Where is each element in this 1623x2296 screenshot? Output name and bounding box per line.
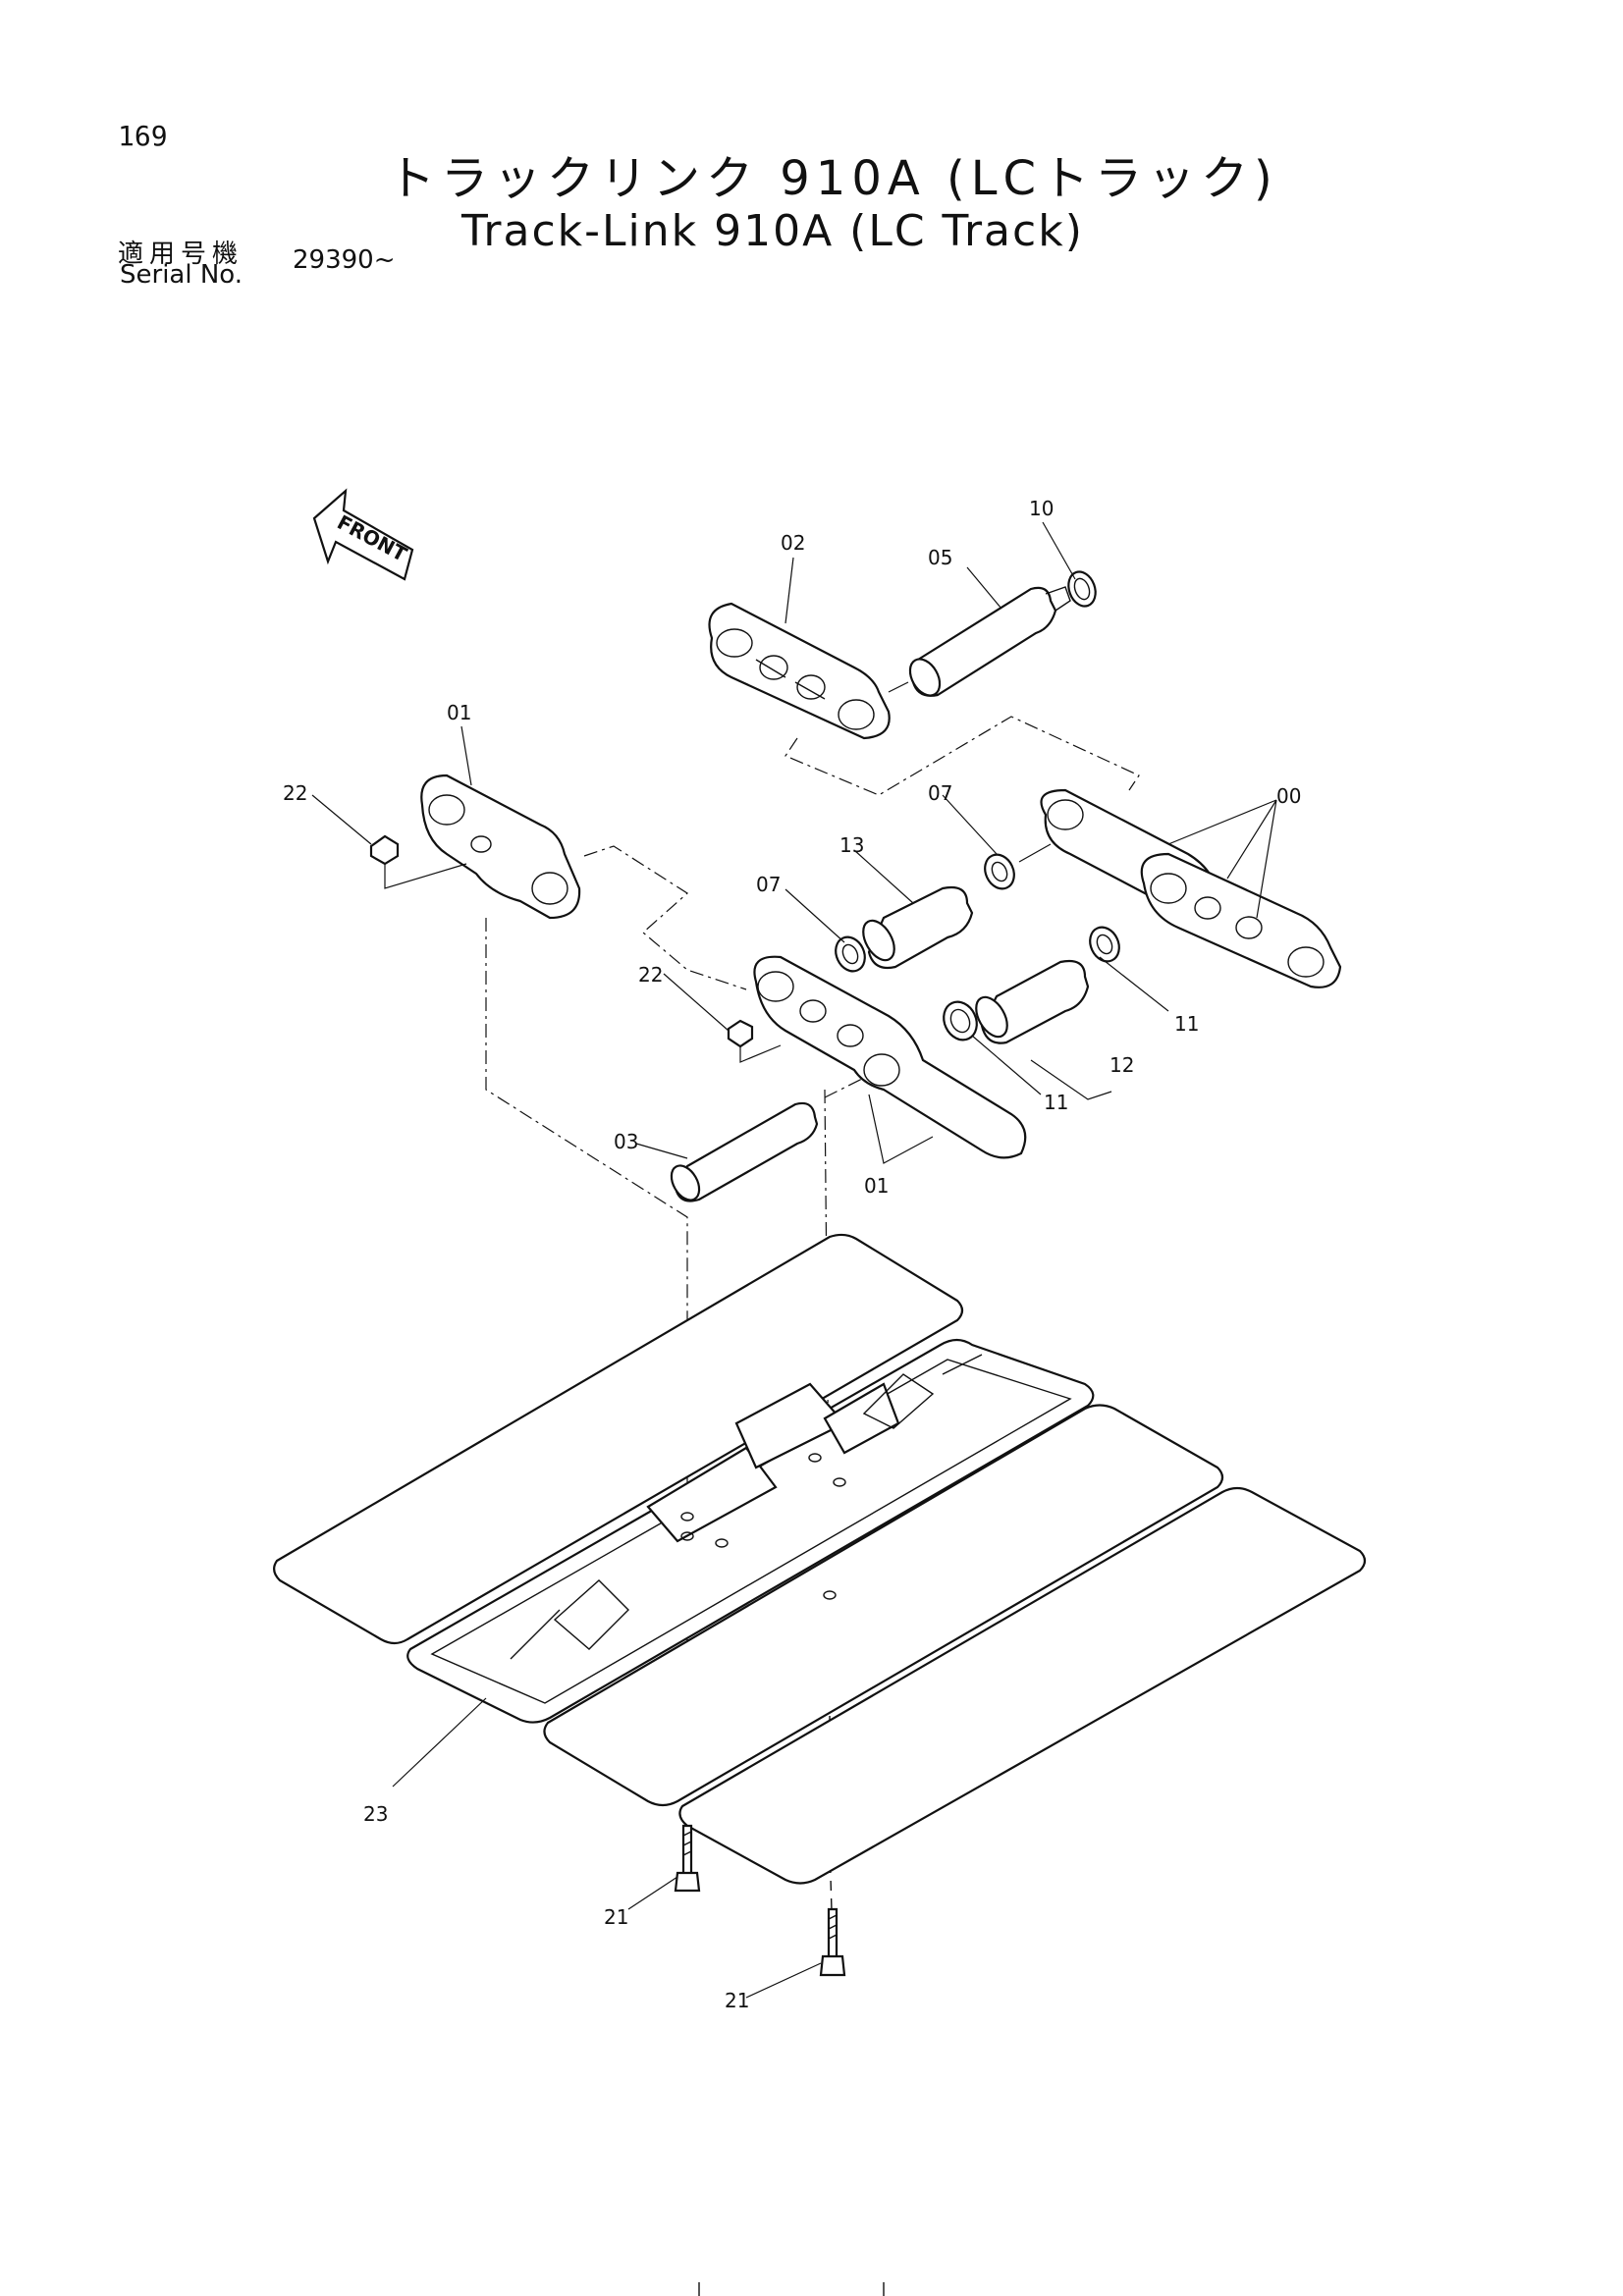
track-shoe-plate-1 xyxy=(273,1233,964,1645)
seal-07-left xyxy=(835,935,866,973)
callout-10: 10 xyxy=(1029,497,1054,520)
front-arrow-icon: FRONT xyxy=(312,488,414,581)
callout-21-left: 21 xyxy=(604,1905,628,1929)
nut-22-lower xyxy=(727,1019,754,1048)
seal-07-right xyxy=(984,853,1015,890)
serial-number-value: 29390~ xyxy=(293,245,396,275)
callout-22-lower: 22 xyxy=(638,963,663,987)
callout-13: 13 xyxy=(839,833,864,857)
track-shoe-plate-3 xyxy=(543,1404,1224,1807)
snap-ring-10 xyxy=(1067,570,1097,608)
callout-23: 23 xyxy=(363,1802,388,1826)
callout-02: 02 xyxy=(781,531,805,555)
callout-21-right: 21 xyxy=(725,1989,749,2012)
callout-22-upper: 22 xyxy=(283,781,307,805)
bolt-21-right xyxy=(819,1907,846,1977)
nut-22-upper xyxy=(369,834,400,866)
seal-11-left xyxy=(943,1000,978,1041)
serial-label-english: Serial No. xyxy=(120,260,243,290)
bushing-13 xyxy=(862,885,974,970)
track-pin-05 xyxy=(908,586,1071,697)
scan-marks xyxy=(698,2282,885,2296)
callout-07-lower: 07 xyxy=(756,873,781,896)
page-title-japanese: トラックリンク 910A (LCトラック) xyxy=(388,151,1278,206)
callout-11-right: 11 xyxy=(1174,1012,1199,1036)
callout-05: 05 xyxy=(928,546,952,569)
callout-01-lower: 01 xyxy=(864,1174,889,1198)
bushing-12 xyxy=(975,959,1090,1044)
track-link-01-lower xyxy=(753,955,1027,1159)
serial-label-japanese: 適用号機 xyxy=(118,240,244,269)
callout-07-upper: 07 xyxy=(928,781,952,805)
callout-11-left: 11 xyxy=(1044,1091,1068,1114)
track-link-02 xyxy=(708,602,891,740)
track-shoe-23 xyxy=(406,1338,1095,1724)
callout-01-upper: 01 xyxy=(447,701,471,724)
track-shoe-plate-4 xyxy=(678,1486,1367,1885)
track-pin-03 xyxy=(670,1101,819,1202)
page-number: 169 xyxy=(118,120,168,152)
track-link-01-upper xyxy=(420,774,581,920)
callout-12: 12 xyxy=(1109,1053,1134,1077)
page-title-english: Track-Link 910A (LC Track) xyxy=(461,206,1084,256)
leader-lines xyxy=(311,521,1277,1999)
callout-03: 03 xyxy=(614,1130,638,1153)
callout-00: 00 xyxy=(1276,784,1301,808)
bolt-21-left xyxy=(674,1824,701,1893)
seal-11-right xyxy=(1089,926,1120,963)
track-link-00-outer xyxy=(1140,852,1342,988)
